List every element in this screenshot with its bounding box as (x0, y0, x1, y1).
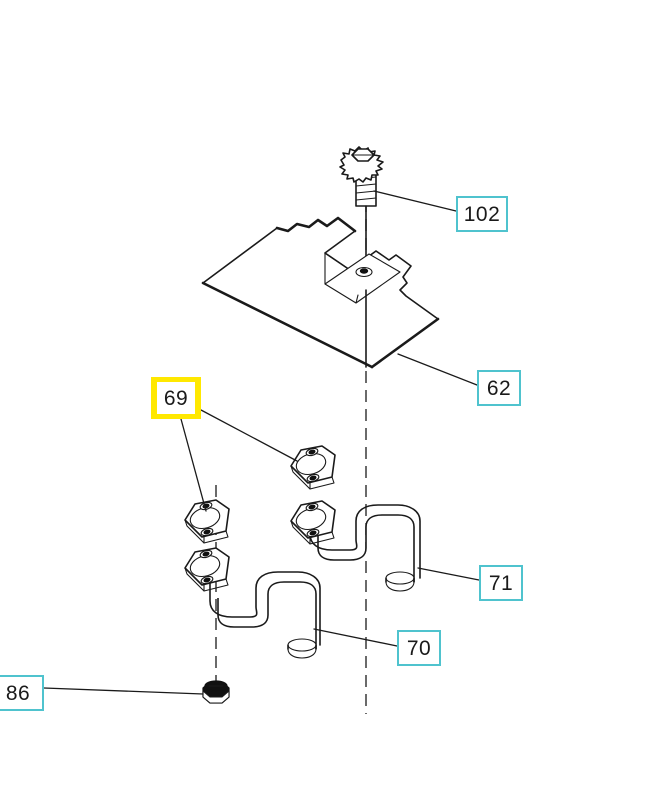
part-exhaust-gasket-4 (184, 547, 230, 592)
leader-69-b (180, 418, 207, 512)
callout-label: 71 (488, 571, 514, 595)
callout-label: 69 (157, 382, 195, 414)
part-heat-shield-plate (201, 216, 440, 369)
leader-62 (397, 353, 478, 386)
leader-69-a (200, 409, 298, 462)
leader-71 (417, 567, 480, 581)
callout-62[interactable]: 62 (477, 370, 521, 406)
callout-86[interactable]: 86 (0, 675, 44, 711)
leader-70 (313, 628, 398, 647)
callout-70[interactable]: 70 (397, 630, 441, 666)
part-exhaust-pipe-upper (309, 504, 421, 592)
part-hex-nut (202, 680, 230, 704)
part-exhaust-pipe-lower (209, 571, 321, 659)
callout-71[interactable]: 71 (479, 565, 523, 601)
callout-102[interactable]: 102 (456, 196, 508, 232)
callout-label: 102 (463, 202, 501, 226)
leader-102 (373, 190, 457, 212)
part-exhaust-gasket-2 (184, 499, 230, 544)
callout-label: 86 (5, 681, 31, 705)
callout-69[interactable]: 69 (151, 377, 201, 419)
part-flange-bolt (339, 146, 384, 269)
leader-lines (43, 190, 480, 695)
part-exhaust-gasket-3 (290, 500, 336, 545)
callout-label: 70 (406, 636, 432, 660)
part-exhaust-gasket-1 (290, 445, 336, 490)
callout-label: 62 (486, 376, 512, 400)
leader-86 (43, 687, 204, 695)
